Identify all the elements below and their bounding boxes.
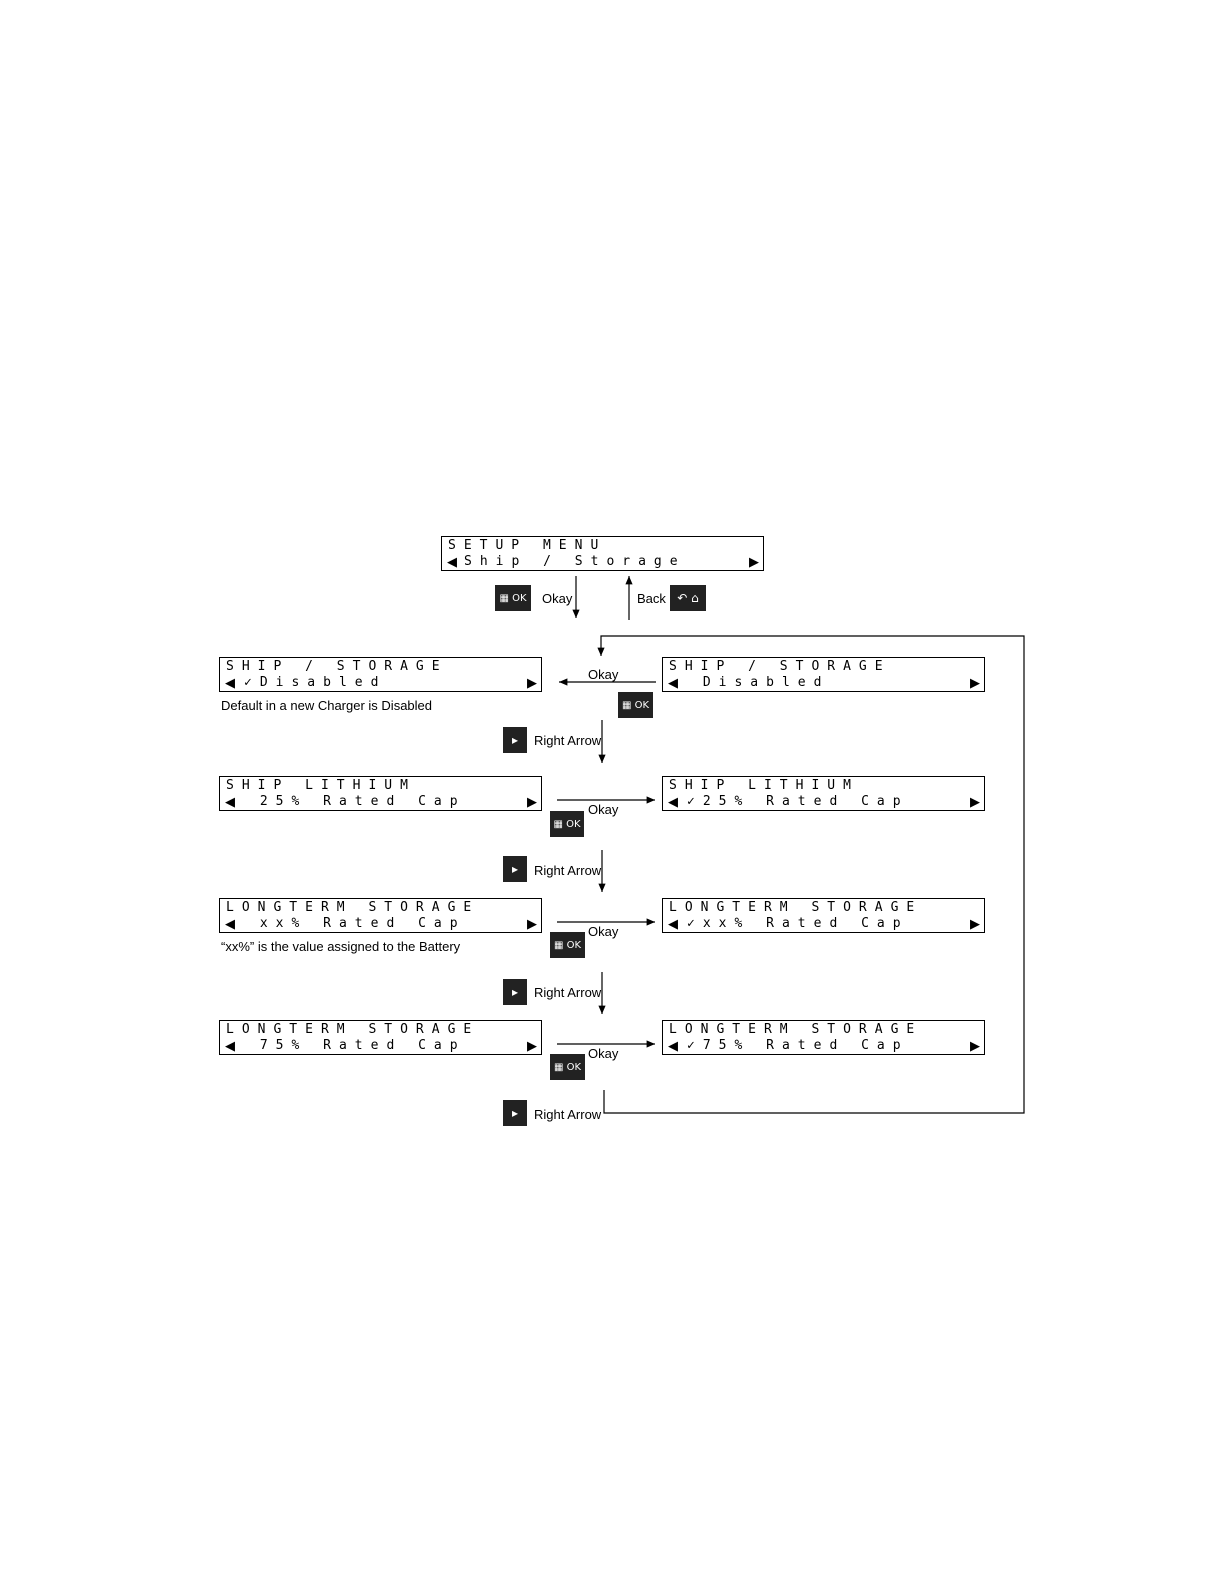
right-arrow-icon: ▶ (527, 675, 537, 690)
lcd-ship-lithium: SHIP LITHIUM ◀ 25% Rated Cap ▶ (219, 776, 542, 811)
okay-label: Okay (542, 591, 573, 606)
left-arrow-icon: ◀ (668, 794, 678, 809)
right-arrow-button-icon: ▸ (503, 727, 527, 753)
right-arrow-button-icon: ▸ (503, 856, 527, 882)
lcd-line-1: LONGTERM STORAGE (669, 900, 923, 915)
loop-line (597, 635, 1025, 1114)
ok-button-icon: ▦ OK (550, 932, 585, 958)
left-arrow-icon: ◀ (225, 916, 235, 931)
lcd-ship-storage: SHIP / STORAGE ◀ Disabled ▶ (662, 657, 985, 692)
right-arrow-button-icon: ▸ (503, 979, 527, 1005)
lcd-line-2: Ship / Storage (464, 554, 686, 569)
lcd-line-1: SETUP MENU (448, 538, 607, 553)
ok-button-icon: ▦ OK (618, 692, 653, 718)
note-xx-value: “xx%” is the value assigned to the Batte… (221, 939, 461, 954)
left-arrow-icon: ◀ (668, 675, 678, 690)
ok-button-icon: ▦ OK (550, 811, 584, 837)
okay-label: Okay (588, 924, 619, 939)
lcd-line-1: SHIP / STORAGE (226, 659, 448, 674)
lcd-line-2: 75% Rated Cap (244, 1038, 466, 1053)
right-arrow-icon: ▶ (970, 1038, 980, 1053)
right-arrow-label: Right Arrow (534, 985, 602, 1000)
lcd-ship-storage-checked: SHIP / STORAGE ◀ ✓Disabled ▶ (219, 657, 542, 692)
lcd-line-1: LONGTERM STORAGE (226, 1022, 480, 1037)
lcd-line-2: ✓xx% Rated Cap (687, 916, 909, 931)
right-arrow-icon: ▶ (527, 794, 537, 809)
left-arrow-icon: ◀ (668, 1038, 678, 1053)
lcd-line-2: xx% Rated Cap (244, 916, 466, 931)
lcd-line-2: ✓Disabled (244, 675, 387, 690)
ok-button-icon: ▦ OK (495, 585, 531, 611)
lcd-setup-menu: SETUP MENU ◀ Ship / Storage ▶ (441, 536, 764, 571)
left-arrow-icon: ◀ (225, 675, 235, 690)
okay-label: Okay (588, 667, 619, 682)
lcd-line-1: SHIP LITHIUM (226, 778, 416, 793)
left-arrow-icon: ◀ (225, 794, 235, 809)
right-arrow-label: Right Arrow (534, 1107, 602, 1122)
right-arrow-icon: ▶ (970, 794, 980, 809)
lcd-longterm-xx: LONGTERM STORAGE ◀ xx% Rated Cap ▶ (219, 898, 542, 933)
right-arrow-icon: ▶ (970, 916, 980, 931)
lcd-longterm-75: LONGTERM STORAGE ◀ 75% Rated Cap ▶ (219, 1020, 542, 1055)
back-label: Back (637, 591, 666, 606)
lcd-line-1: LONGTERM STORAGE (669, 1022, 923, 1037)
lcd-line-1: SHIP LITHIUM (669, 778, 859, 793)
lcd-ship-lithium-checked: SHIP LITHIUM ◀ ✓25% Rated Cap ▶ (662, 776, 985, 811)
right-arrow-icon: ▶ (749, 554, 759, 569)
right-arrow-label: Right Arrow (534, 733, 602, 748)
ok-button-icon: ▦ OK (550, 1054, 585, 1080)
left-arrow-icon: ◀ (225, 1038, 235, 1053)
right-arrow-icon: ▶ (527, 1038, 537, 1053)
lcd-line-2: 25% Rated Cap (244, 794, 466, 809)
back-home-button-icon: ↶ ⌂ (670, 585, 706, 611)
lcd-line-2: Disabled (687, 675, 830, 690)
lcd-line-1: LONGTERM STORAGE (226, 900, 480, 915)
lcd-longterm-75-checked: LONGTERM STORAGE ◀ ✓75% Rated Cap ▶ (662, 1020, 985, 1055)
left-arrow-icon: ◀ (447, 554, 457, 569)
note-default-disabled: Default in a new Charger is Disabled (221, 698, 432, 713)
right-arrow-icon: ▶ (970, 675, 980, 690)
lcd-line-1: SHIP / STORAGE (669, 659, 891, 674)
right-arrow-label: Right Arrow (534, 863, 602, 878)
lcd-line-2: ✓75% Rated Cap (687, 1038, 909, 1053)
right-arrow-icon: ▶ (527, 916, 537, 931)
left-arrow-icon: ◀ (668, 916, 678, 931)
okay-label: Okay (588, 802, 619, 817)
okay-label: Okay (588, 1046, 619, 1061)
lcd-longterm-xx-checked: LONGTERM STORAGE ◀ ✓xx% Rated Cap ▶ (662, 898, 985, 933)
right-arrow-button-icon: ▸ (503, 1100, 527, 1126)
lcd-line-2: ✓25% Rated Cap (687, 794, 909, 809)
